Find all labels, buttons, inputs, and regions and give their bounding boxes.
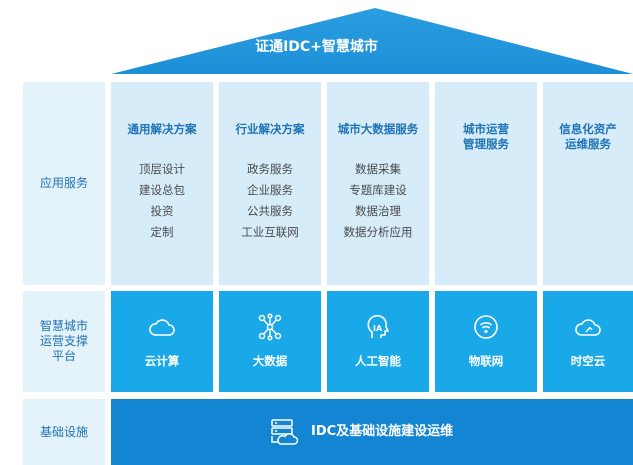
wireless-icon xyxy=(474,315,498,339)
infrastructure-label: IDC及基础设施建设运维 xyxy=(311,424,454,439)
platform-label: 时空云 xyxy=(570,354,606,368)
service-items: 政务服务 企业服务 公共服务 工业互联网 xyxy=(219,159,321,243)
spacetime-cloud-icon xyxy=(575,319,601,336)
row-label-applications: 应用服务 xyxy=(23,82,105,285)
svg-text:IA: IA xyxy=(373,324,383,333)
service-item: 政务服务 xyxy=(247,162,293,176)
service-item: 公共服务 xyxy=(247,204,293,218)
service-it-asset-ops: 信息化资产 运维服务 xyxy=(543,82,633,285)
service-city-big-data: 城市大数据服务 数据采集 专题库建设 数据治理 数据分析应用 xyxy=(327,82,429,285)
service-title: 行业解决方案 xyxy=(235,122,305,136)
service-items: 数据采集 专题库建设 数据治理 数据分析应用 xyxy=(327,159,429,243)
service-items: 顶层设计 建设总包 投资 定制 xyxy=(111,159,213,243)
platform-cloud-computing: 云计算 xyxy=(111,291,213,392)
platform-label: 云计算 xyxy=(144,354,180,368)
service-title: 城市运营 管理服务 xyxy=(463,122,509,151)
server-cloud-icon xyxy=(271,419,299,445)
service-city-operations: 城市运营 管理服务 xyxy=(435,82,537,285)
row-label-infrastructure: 基础设施 xyxy=(23,399,105,465)
service-item: 专题库建设 xyxy=(349,183,407,197)
service-title: 信息化资产 运维服务 xyxy=(559,122,617,151)
service-item: 数据分析应用 xyxy=(343,225,413,239)
roof xyxy=(111,8,633,74)
service-general-solutions: 通用解决方案 顶层设计 建设总包 投资 定制 xyxy=(111,82,213,285)
cloud-icon xyxy=(149,319,175,336)
infrastructure-bar: IDC及基础设施建设运维 xyxy=(111,399,633,465)
ai-head-icon: IA xyxy=(367,314,389,338)
service-item: 数据治理 xyxy=(355,204,401,218)
service-title: 城市大数据服务 xyxy=(337,122,419,136)
service-item: 定制 xyxy=(150,225,174,239)
platform-label: 物联网 xyxy=(468,354,504,368)
service-item: 投资 xyxy=(150,204,174,218)
platform-label: 大数据 xyxy=(252,354,288,368)
service-title: 通用解决方案 xyxy=(127,122,197,136)
platform-big-data: 大数据 xyxy=(219,291,321,392)
platform-label: 人工智能 xyxy=(355,354,401,368)
service-item: 企业服务 xyxy=(247,183,293,197)
platform-iot: 物联网 xyxy=(435,291,537,392)
roof-title: 证通IDC+智慧城市 xyxy=(255,39,378,55)
service-item: 工业互联网 xyxy=(241,225,299,239)
service-item: 顶层设计 xyxy=(139,162,185,176)
service-industry-solutions: 行业解决方案 政务服务 企业服务 公共服务 工业互联网 xyxy=(219,82,321,285)
service-item: 建设总包 xyxy=(139,183,185,197)
platform-ai: IA 人工智能 xyxy=(327,291,429,392)
row-label-platform: 智慧城市 运营支撑 平台 xyxy=(23,291,105,392)
service-item: 数据采集 xyxy=(355,162,401,176)
platform-spacetime-cloud: 时空云 xyxy=(543,291,633,392)
network-nodes-icon xyxy=(258,313,282,341)
